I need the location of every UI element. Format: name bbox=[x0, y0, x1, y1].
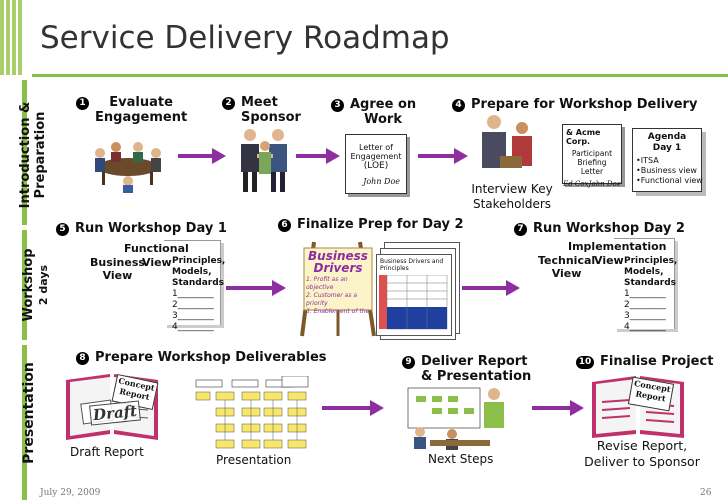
participant-briefing-letter: & Acme Corp. Participant Briefing Letter… bbox=[562, 124, 622, 188]
page-title: Service Delivery Roadmap bbox=[40, 20, 450, 56]
technical-view-label: Technical View bbox=[538, 254, 596, 280]
agenda-item: •Business view bbox=[636, 166, 697, 175]
drivers-grid bbox=[379, 275, 448, 330]
arrow-9-10 bbox=[532, 400, 584, 416]
presentation-caption: Presentation bbox=[216, 453, 292, 467]
arrow-5-6 bbox=[226, 280, 286, 296]
section-bar-presentation bbox=[22, 345, 27, 500]
revise-caption: Revise Report, Deliver to Sponsor bbox=[584, 438, 700, 469]
section-label-intro: Introduction &Preparation bbox=[18, 101, 48, 209]
principles-card-day1 bbox=[164, 240, 221, 325]
agenda-item: •ITSA bbox=[636, 156, 659, 165]
footer-date: July 29, 2009 bbox=[40, 488, 101, 498]
view-label-day2: View bbox=[594, 254, 624, 267]
easel-text: Business Drivers 1. Profit as an objecti… bbox=[306, 249, 370, 315]
draft-report-caption: Draft Report bbox=[70, 445, 144, 459]
meeting-table-icon bbox=[95, 142, 161, 193]
arrow-3-4 bbox=[418, 148, 468, 164]
functional-view-label: Functional bbox=[124, 242, 189, 255]
next-steps-meeting-icon bbox=[407, 387, 504, 450]
section-label-workshop: Workshop 2 days bbox=[21, 248, 50, 322]
principles-day1: Principles, Models, Standards 1________2… bbox=[172, 256, 226, 332]
title-underline bbox=[32, 74, 728, 77]
agenda-item: •Functional view bbox=[636, 176, 703, 185]
stakeholders-icon bbox=[482, 115, 532, 168]
footer-page-number: 26 bbox=[700, 488, 712, 498]
presentation-diagram-icon bbox=[195, 376, 309, 449]
section-label-presentation: Presentation bbox=[21, 362, 37, 464]
section-bar-intro bbox=[22, 80, 27, 225]
section-bar-workshop bbox=[22, 230, 27, 340]
agenda-day1: Agenda Day 1 •ITSA •Business view •Funct… bbox=[632, 128, 703, 192]
arrow-1-2 bbox=[178, 148, 226, 164]
interview-caption: Interview Key Stakeholders bbox=[471, 182, 553, 211]
corner-stripes bbox=[0, 0, 22, 75]
loe-letter: Letter of Engagement (LOE) John Doe bbox=[345, 134, 407, 194]
business-view-label: Business View bbox=[90, 256, 145, 282]
handshake-people-icon bbox=[241, 129, 287, 192]
arrow-2-3 bbox=[296, 148, 340, 164]
arrow-6-7 bbox=[462, 280, 520, 296]
principles-day2: Principles, Models, Standards 1________2… bbox=[624, 256, 678, 332]
implementation-view-label: Implementation bbox=[568, 240, 667, 253]
easel-icon bbox=[300, 241, 376, 337]
business-drivers-page: Business Drivers and Principles bbox=[376, 254, 452, 336]
arrow-8-9 bbox=[322, 400, 384, 416]
principles-card-day2 bbox=[614, 238, 675, 329]
next-steps-caption: Next Steps bbox=[428, 452, 494, 466]
view-label-day1: View bbox=[142, 256, 172, 269]
